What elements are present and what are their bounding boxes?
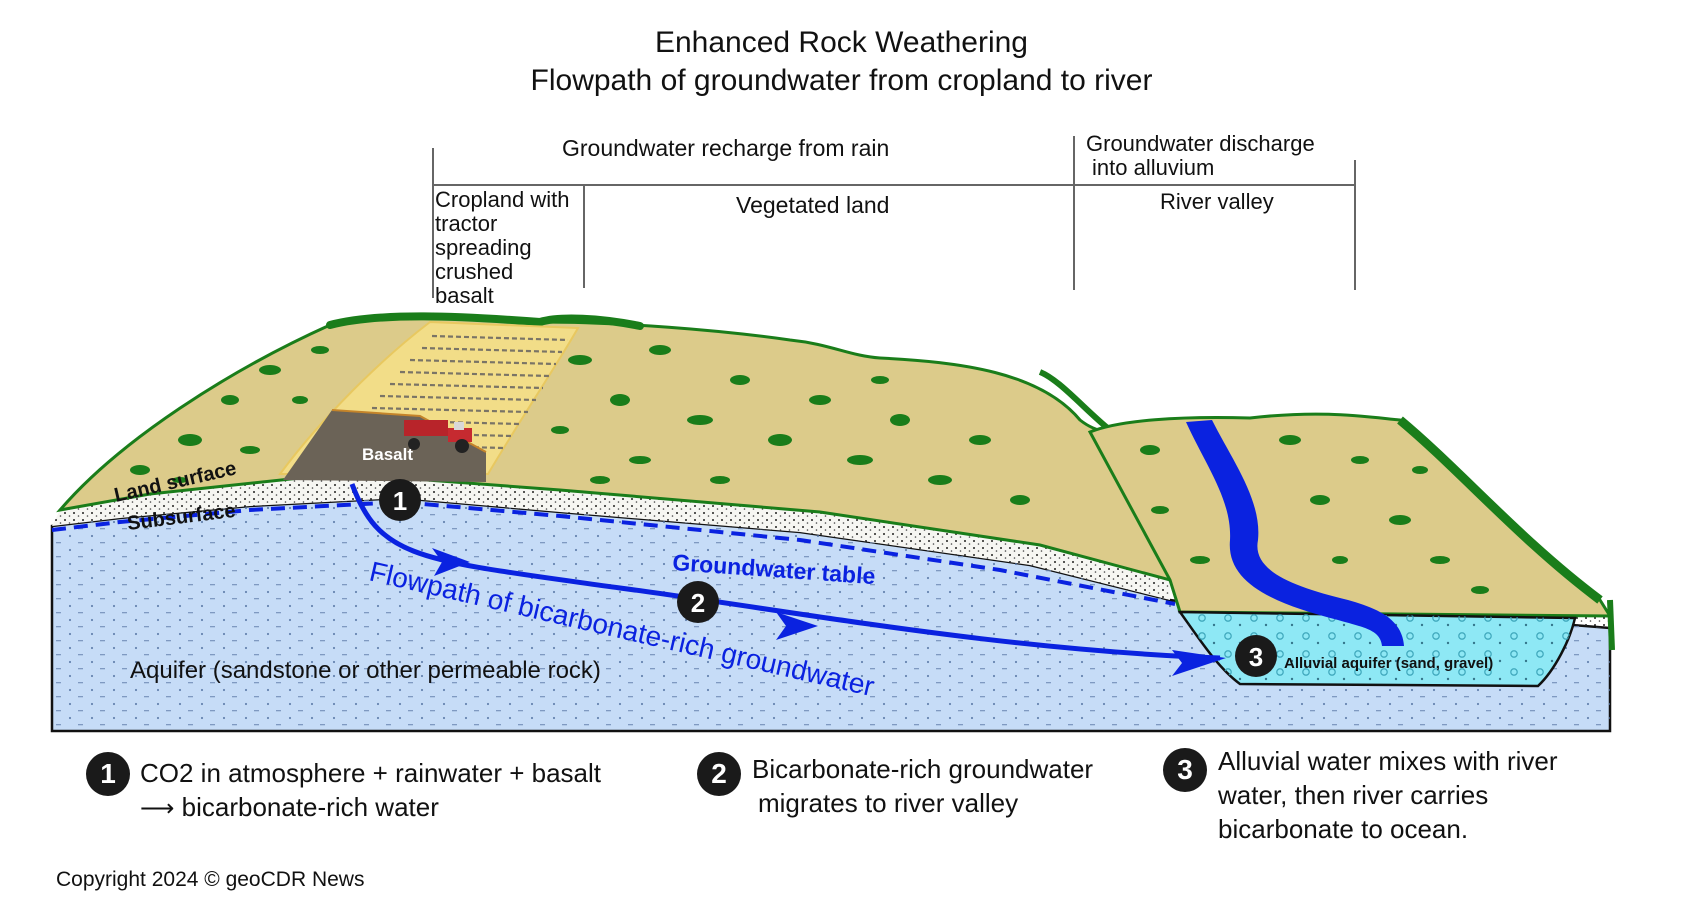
zone-bracket-right bbox=[1354, 160, 1356, 290]
land-surface bbox=[56, 314, 1173, 583]
legend-step-3-line-1: Alluvial water mixes with river bbox=[1218, 746, 1558, 776]
step-3-marker-num: 3 bbox=[1249, 642, 1263, 672]
vegetation-patches bbox=[130, 345, 1489, 594]
river-valley-label: River valley bbox=[1160, 189, 1274, 214]
cropland-label-line: spreading bbox=[435, 235, 532, 260]
groundwater-table-line bbox=[51, 499, 1176, 606]
alluvial-aquifer-label: Alluvial aquifer (sand, gravel) bbox=[1284, 655, 1493, 672]
flowpath-arrowhead bbox=[432, 548, 470, 576]
zone-bracket-cropland bbox=[583, 184, 585, 288]
discharge-header-2: into alluvium bbox=[1092, 155, 1215, 180]
legend-step-1-line-1: CO2 in atmosphere + rainwater + basalt bbox=[140, 758, 602, 788]
flowpath-arrow bbox=[349, 483, 1221, 661]
title-line-1: Enhanced Rock Weathering bbox=[654, 26, 1028, 59]
legend-step-3-text: Alluvial water mixes with river water, t… bbox=[1218, 744, 1558, 846]
zone-divider-line bbox=[432, 184, 1356, 186]
legend-step-3-badge: 3 bbox=[1163, 748, 1207, 792]
cropland-label-line: crushed bbox=[435, 259, 514, 284]
zone-bracket-left bbox=[432, 148, 434, 298]
tractor-icon bbox=[404, 420, 472, 453]
flowpath-arrowhead bbox=[776, 612, 818, 640]
legend-step-2-line-2: migrates to river valley bbox=[758, 788, 1019, 818]
cropland-label-line: basalt bbox=[435, 283, 494, 308]
legend-step-1-line-2-text: bicarbonate-rich water bbox=[181, 792, 439, 822]
step-1-marker bbox=[379, 479, 421, 521]
legend-step-2-badge: 2 bbox=[697, 752, 741, 796]
right-arrow-icon: ⟶ bbox=[140, 795, 175, 822]
step-2-marker bbox=[677, 581, 719, 623]
legend-step-2-text: Bicarbonate-rich groundwater migrates to… bbox=[752, 752, 1093, 820]
cropland-label-line: tractor bbox=[435, 211, 498, 236]
vegetated-label: Vegetated land bbox=[736, 192, 890, 218]
cropland-label: Cropland with tractor spreading crushed … bbox=[435, 188, 570, 308]
step-2-marker-num: 2 bbox=[691, 588, 705, 618]
flowpath-arrowhead bbox=[1172, 650, 1226, 676]
step-3-marker bbox=[1235, 635, 1277, 677]
discharge-header-1: Groundwater discharge bbox=[1086, 131, 1315, 156]
title-line-2: Flowpath of groundwater from cropland to… bbox=[530, 64, 1153, 97]
recharge-header: Groundwater recharge from rain bbox=[562, 135, 890, 161]
basalt-label: Basalt bbox=[362, 445, 413, 464]
legend-step-3-line-2: water, then river carries bbox=[1218, 780, 1489, 810]
copyright-notice: Copyright 2024 © geoCDR News bbox=[56, 868, 365, 891]
legend-step-1-text: CO2 in atmosphere + rainwater + basalt ⟶… bbox=[140, 756, 601, 826]
cropland-label-line: Cropland with bbox=[435, 187, 570, 212]
legend-step-2-line-1: Bicarbonate-rich groundwater bbox=[752, 754, 1094, 784]
legend-step-1-badge: 1 bbox=[86, 752, 130, 796]
step-1-marker-num: 1 bbox=[393, 486, 407, 516]
river bbox=[1186, 420, 1404, 646]
aquifer-label: Aquifer (sandstone or other permeable ro… bbox=[130, 657, 601, 684]
zone-bracket-valley bbox=[1073, 136, 1075, 290]
legend-step-1-line-2: ⟶ bicarbonate-rich water bbox=[140, 790, 601, 826]
legend-step-3-line-3: bicarbonate to ocean. bbox=[1218, 814, 1469, 844]
